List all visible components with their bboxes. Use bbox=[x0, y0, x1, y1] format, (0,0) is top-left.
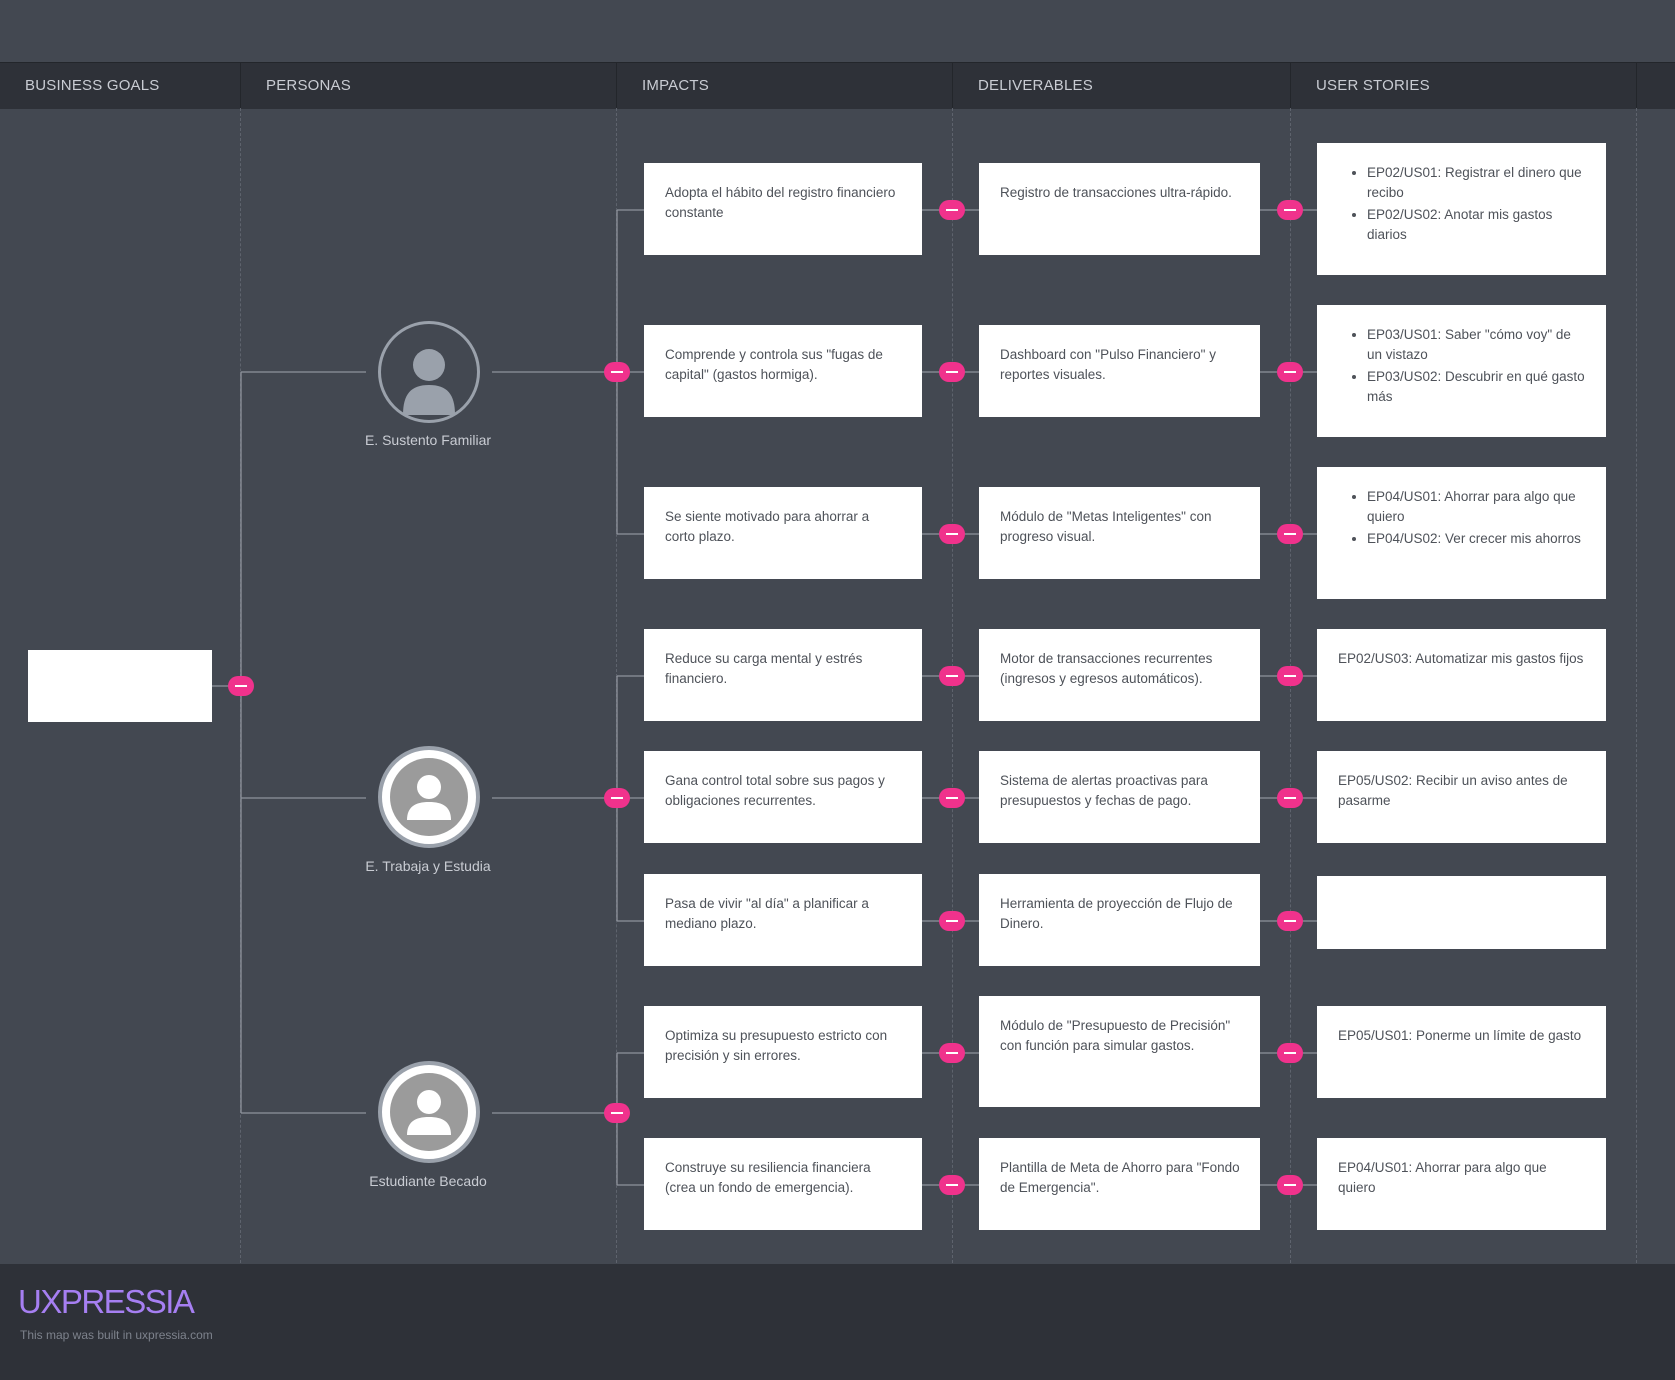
user-story-item: EP04/US02: Ver crecer mis ahorros bbox=[1367, 529, 1586, 549]
impact-card[interactable]: Comprende y controla sus "fugas de capit… bbox=[644, 325, 922, 417]
user-story-card[interactable]: EP03/US01: Saber "cómo voy" de un vistaz… bbox=[1317, 305, 1606, 437]
persona-avatar[interactable] bbox=[378, 1061, 480, 1163]
collapse-toggle-deliverable[interactable] bbox=[1277, 788, 1303, 808]
collapse-toggle-deliverable[interactable] bbox=[1277, 200, 1303, 220]
collapse-toggle-deliverable[interactable] bbox=[1277, 666, 1303, 686]
persona-avatar[interactable] bbox=[378, 321, 480, 423]
collapse-toggle-impact[interactable] bbox=[939, 666, 965, 686]
column-header-impacts: IMPACTS bbox=[642, 77, 709, 94]
collapse-toggle-deliverable[interactable] bbox=[1277, 1043, 1303, 1063]
user-story-item: EP02/US01: Registrar el dinero que recib… bbox=[1367, 163, 1586, 203]
user-story-list: EP02/US01: Registrar el dinero que recib… bbox=[1338, 163, 1586, 245]
user-story-item: EP03/US02: Descubrir en qué gasto más bbox=[1367, 367, 1586, 407]
column-header-deliverables: DELIVERABLES bbox=[978, 77, 1093, 94]
deliverable-card[interactable]: Dashboard con "Pulso Financiero" y repor… bbox=[979, 325, 1260, 417]
impact-card[interactable]: Adopta el hábito del registro financiero… bbox=[644, 163, 922, 255]
deliverable-card[interactable]: Módulo de "Presupuesto de Precisión" con… bbox=[979, 996, 1260, 1107]
collapse-toggle-impact[interactable] bbox=[939, 1175, 965, 1195]
user-placeholder-icon bbox=[390, 758, 468, 836]
user-story-item: EP02/US02: Anotar mis gastos diarios bbox=[1367, 205, 1586, 245]
collapse-toggle-impact[interactable] bbox=[939, 1043, 965, 1063]
header-divider bbox=[1290, 62, 1291, 108]
user-story-card[interactable]: EP04/US01: Ahorrar para algo que quiero … bbox=[1317, 467, 1606, 599]
collapse-toggle-persona[interactable] bbox=[604, 788, 630, 808]
footer-note: This map was built in uxpressia.com bbox=[20, 1328, 213, 1342]
impact-card[interactable]: Se siente motivado para ahorrar a corto … bbox=[644, 487, 922, 579]
user-story-card[interactable]: EP04/US01: Ahorrar para algo que quiero bbox=[1317, 1138, 1606, 1230]
user-story-item: EP03/US01: Saber "cómo voy" de un vistaz… bbox=[1367, 325, 1586, 365]
persona-name: Estudiante Becado bbox=[369, 1173, 487, 1189]
collapse-toggle-impact[interactable] bbox=[939, 788, 965, 808]
user-story-card[interactable] bbox=[1317, 876, 1606, 949]
user-silhouette-icon bbox=[403, 349, 455, 415]
user-story-list: EP04/US01: Ahorrar para algo que quiero … bbox=[1338, 487, 1586, 549]
column-header-user-stories: USER STORIES bbox=[1316, 77, 1430, 94]
persona-name: E. Trabaja y Estudia bbox=[365, 858, 491, 874]
collapse-toggle-impact[interactable] bbox=[939, 362, 965, 382]
collapse-toggle-persona[interactable] bbox=[604, 362, 630, 382]
collapse-toggle-impact[interactable] bbox=[939, 911, 965, 931]
deliverable-card[interactable]: Sistema de alertas proactivas para presu… bbox=[979, 751, 1260, 843]
header-divider bbox=[616, 62, 617, 108]
impact-card[interactable]: Reduce su carga mental y estrés financie… bbox=[644, 629, 922, 721]
collapse-toggle-deliverable[interactable] bbox=[1277, 1175, 1303, 1195]
impact-card[interactable]: Pasa de vivir "al día" a planificar a me… bbox=[644, 874, 922, 966]
collapse-toggle-business-goal[interactable] bbox=[228, 676, 254, 696]
collapse-toggle-deliverable[interactable] bbox=[1277, 524, 1303, 544]
collapse-toggle-persona[interactable] bbox=[604, 1103, 630, 1123]
uxpressia-logo[interactable]: UXPRESSIA bbox=[18, 1283, 195, 1320]
deliverable-card[interactable]: Módulo de "Metas Inteligentes" con progr… bbox=[979, 487, 1260, 579]
column-header-personas: PERSONAS bbox=[266, 77, 351, 94]
column-header-business-goals: BUSINESS GOALS bbox=[25, 77, 160, 94]
collapse-toggle-impact[interactable] bbox=[939, 200, 965, 220]
header-divider bbox=[240, 62, 241, 108]
deliverable-card[interactable]: Motor de transacciones recurrentes (ingr… bbox=[979, 629, 1260, 721]
persona-avatar[interactable] bbox=[378, 746, 480, 848]
deliverable-card[interactable]: Herramienta de proyección de Flujo de Di… bbox=[979, 874, 1260, 966]
user-story-card[interactable]: EP02/US01: Registrar el dinero que recib… bbox=[1317, 143, 1606, 275]
header-divider bbox=[1636, 62, 1637, 108]
user-story-item: EP04/US01: Ahorrar para algo que quiero bbox=[1367, 487, 1586, 527]
user-story-card[interactable]: EP05/US02: Recibir un aviso antes de pas… bbox=[1317, 751, 1606, 843]
persona-name: E. Sustento Familiar bbox=[364, 432, 492, 448]
deliverable-card[interactable]: Registro de transacciones ultra-rápido. bbox=[979, 163, 1260, 255]
collapse-toggle-deliverable[interactable] bbox=[1277, 362, 1303, 382]
collapse-toggle-impact[interactable] bbox=[939, 524, 965, 544]
footer bbox=[0, 1264, 1675, 1380]
collapse-toggle-deliverable[interactable] bbox=[1277, 911, 1303, 931]
deliverable-card[interactable]: Plantilla de Meta de Ahorro para "Fondo … bbox=[979, 1138, 1260, 1230]
user-story-card[interactable]: EP02/US03: Automatizar mis gastos fijos bbox=[1317, 629, 1606, 721]
user-story-card[interactable]: EP05/US01: Ponerme un límite de gasto bbox=[1317, 1006, 1606, 1098]
top-bar bbox=[0, 0, 1675, 62]
business-goal-card[interactable] bbox=[28, 650, 212, 722]
column-header-bar: BUSINESS GOALS PERSONAS IMPACTS DELIVERA… bbox=[0, 62, 1675, 109]
user-placeholder-icon bbox=[390, 1073, 468, 1151]
impact-card[interactable]: Optimiza su presupuesto estricto con pre… bbox=[644, 1006, 922, 1098]
impact-card[interactable]: Gana control total sobre sus pagos y obl… bbox=[644, 751, 922, 843]
impact-card[interactable]: Construye su resiliencia financiera (cre… bbox=[644, 1138, 922, 1230]
user-story-list: EP03/US01: Saber "cómo voy" de un vistaz… bbox=[1338, 325, 1586, 407]
header-divider bbox=[952, 62, 953, 108]
column-separator bbox=[1636, 108, 1637, 1263]
